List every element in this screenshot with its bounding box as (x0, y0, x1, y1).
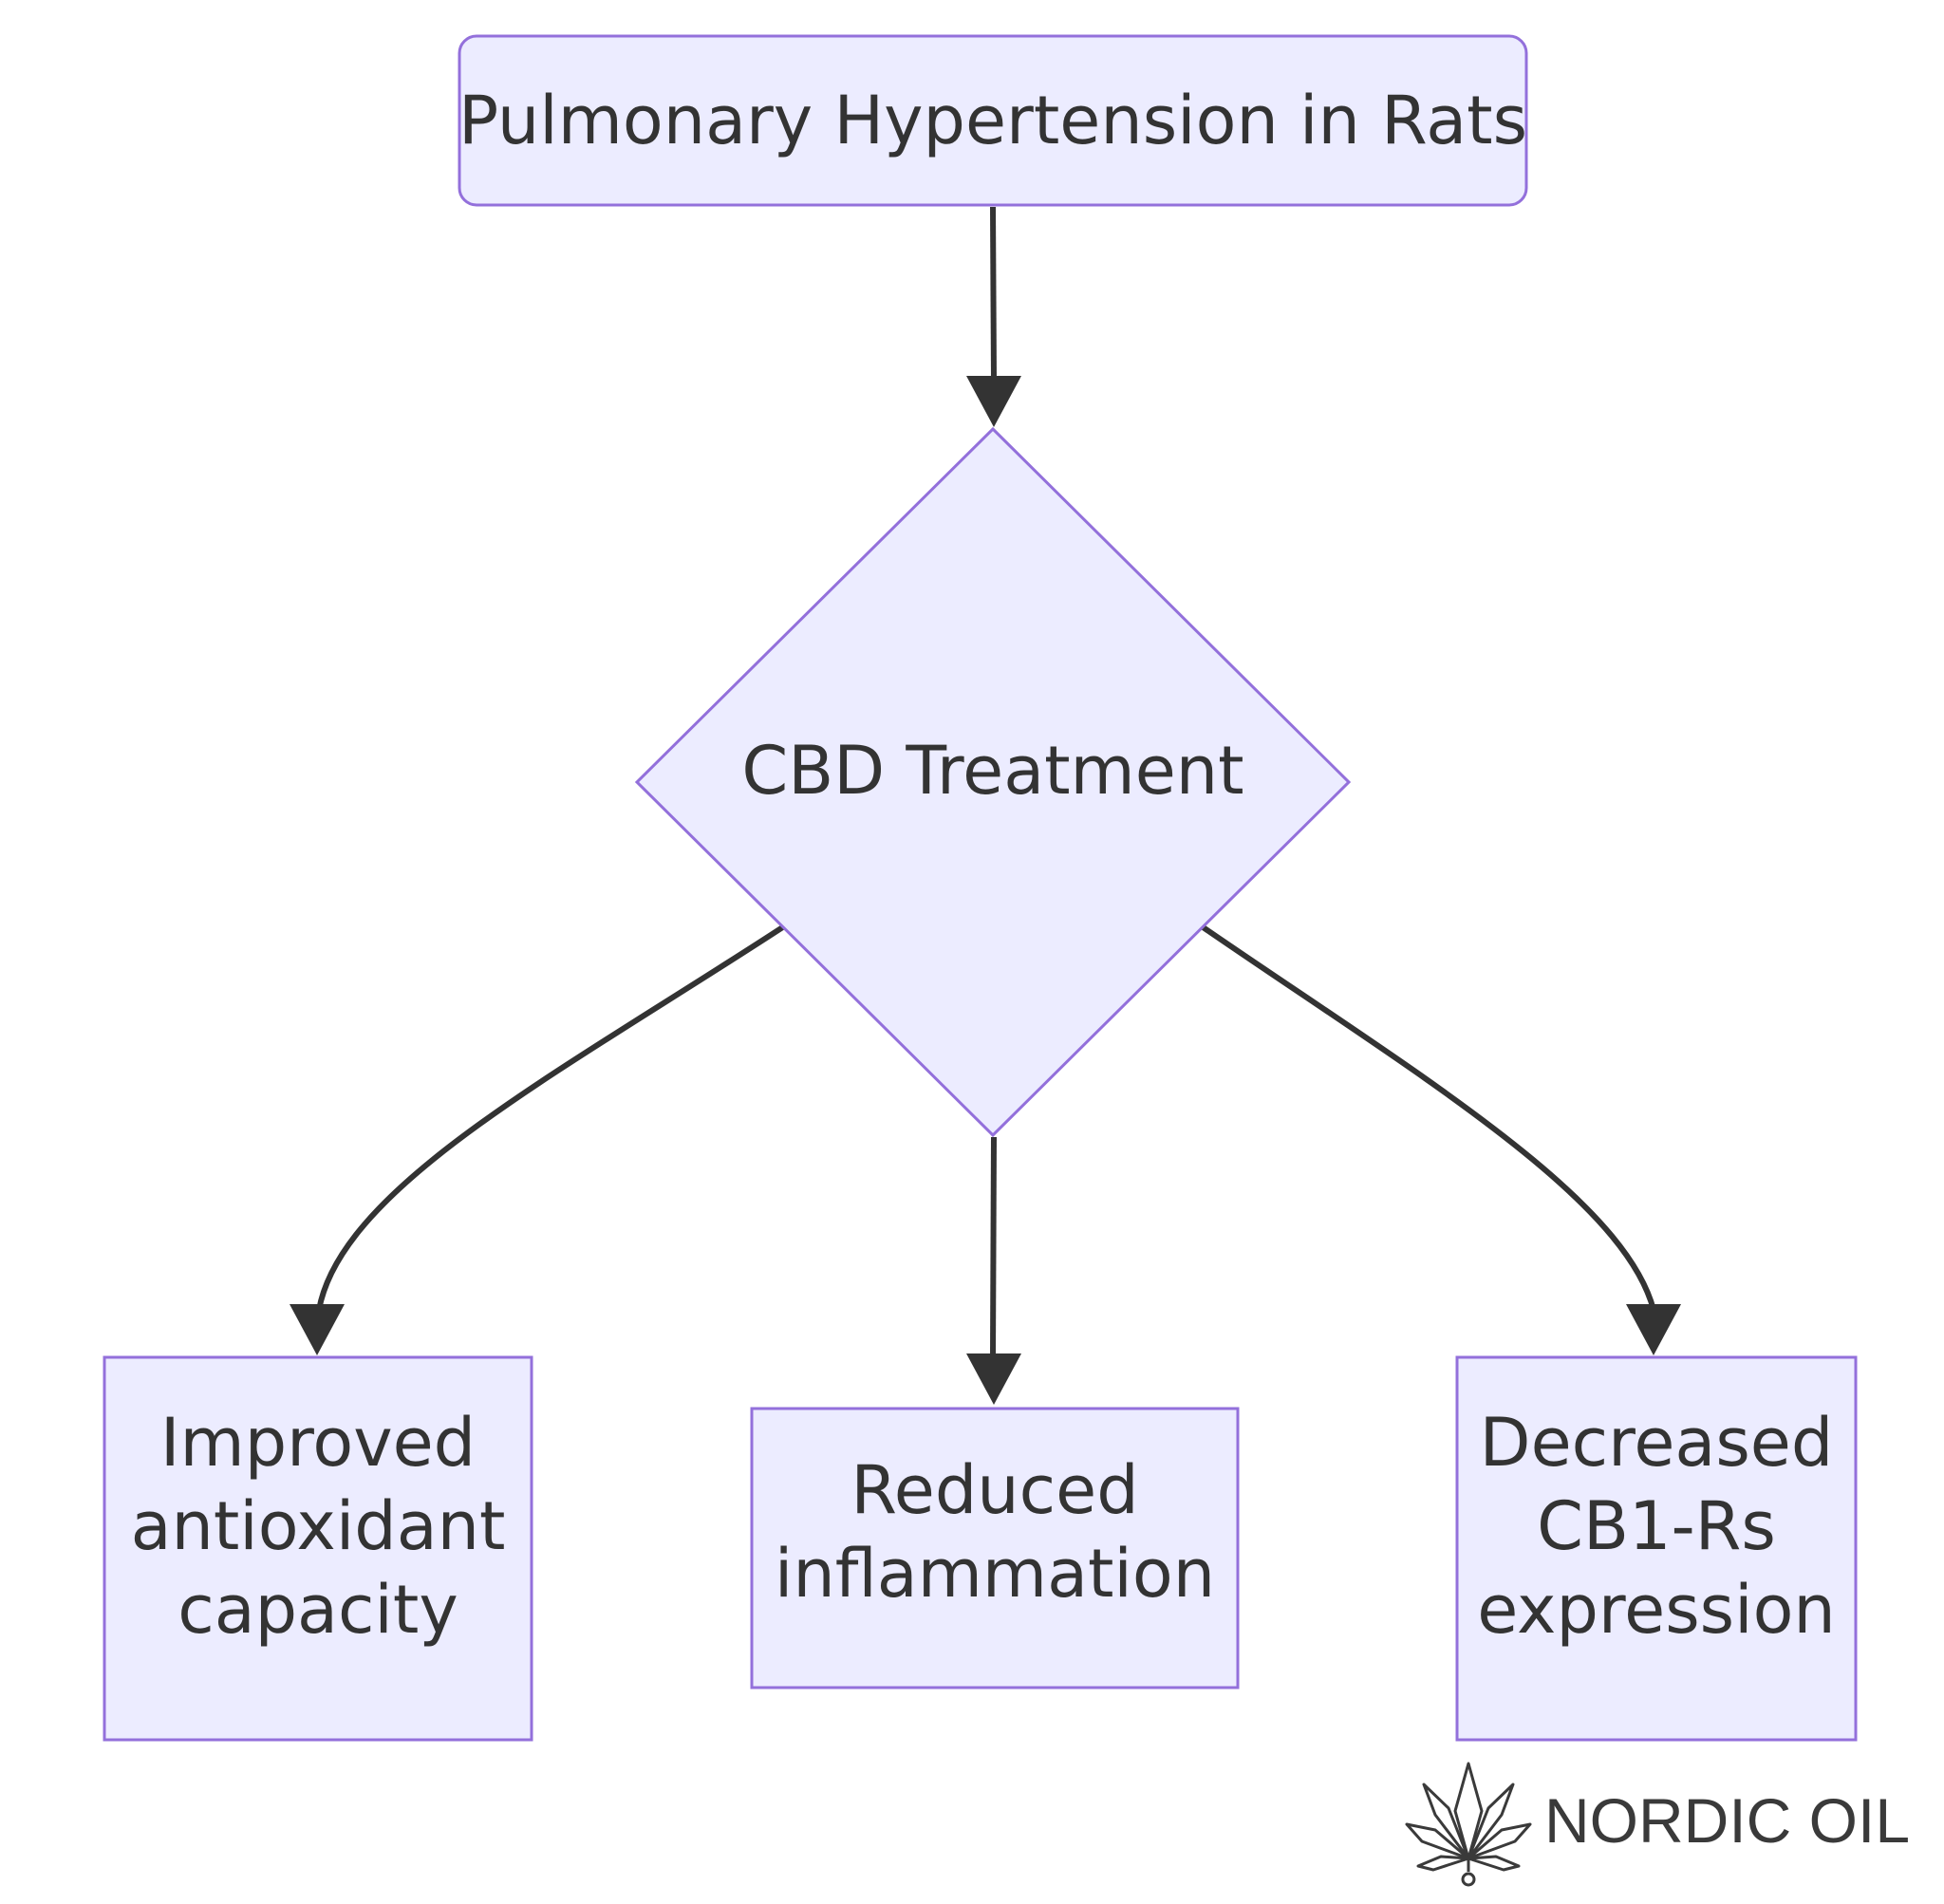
edge-decision-to-right (1200, 924, 1656, 1311)
node-decision-label: CBD Treatment (637, 695, 1349, 847)
edge-decision-to-middle (990, 1136, 997, 1358)
edges (290, 206, 1681, 1405)
node-right-line: expression (1477, 1571, 1836, 1649)
arrowhead-left (290, 1304, 345, 1355)
node-root-label: Pulmonary Hypertension in Rats (458, 36, 1528, 205)
edge-root-to-decision (990, 206, 997, 381)
node-left-line: capacity (178, 1571, 458, 1649)
brand-name: NORDIC OIL (1544, 1785, 1911, 1856)
nodes (103, 34, 1858, 1742)
node-middle-box (750, 1407, 1240, 1689)
node-left-line: antioxidant (130, 1487, 506, 1565)
node-middle-line: Reduced (850, 1451, 1139, 1529)
node-middle-line: inflammation (774, 1535, 1216, 1613)
node-decision-diamond (634, 426, 1352, 1138)
node-root-line: Pulmonary Hypertension in Rats (458, 82, 1528, 159)
cannabis-leaf-icon (1405, 1762, 1532, 1887)
node-right-line: CB1-Rs (1537, 1487, 1776, 1565)
arrowhead-decision (966, 376, 1021, 427)
edge-decision-to-left (316, 924, 786, 1311)
node-decision-line: CBD Treatment (741, 732, 1244, 810)
node-right-line: Decreased (1479, 1404, 1834, 1482)
arrowhead-right (1626, 1304, 1681, 1355)
node-root-box (458, 34, 1528, 207)
node-right-box (1455, 1355, 1858, 1742)
node-left-box (103, 1355, 533, 1742)
node-left-line: Improved (159, 1404, 477, 1482)
arrowhead-middle (966, 1353, 1021, 1405)
